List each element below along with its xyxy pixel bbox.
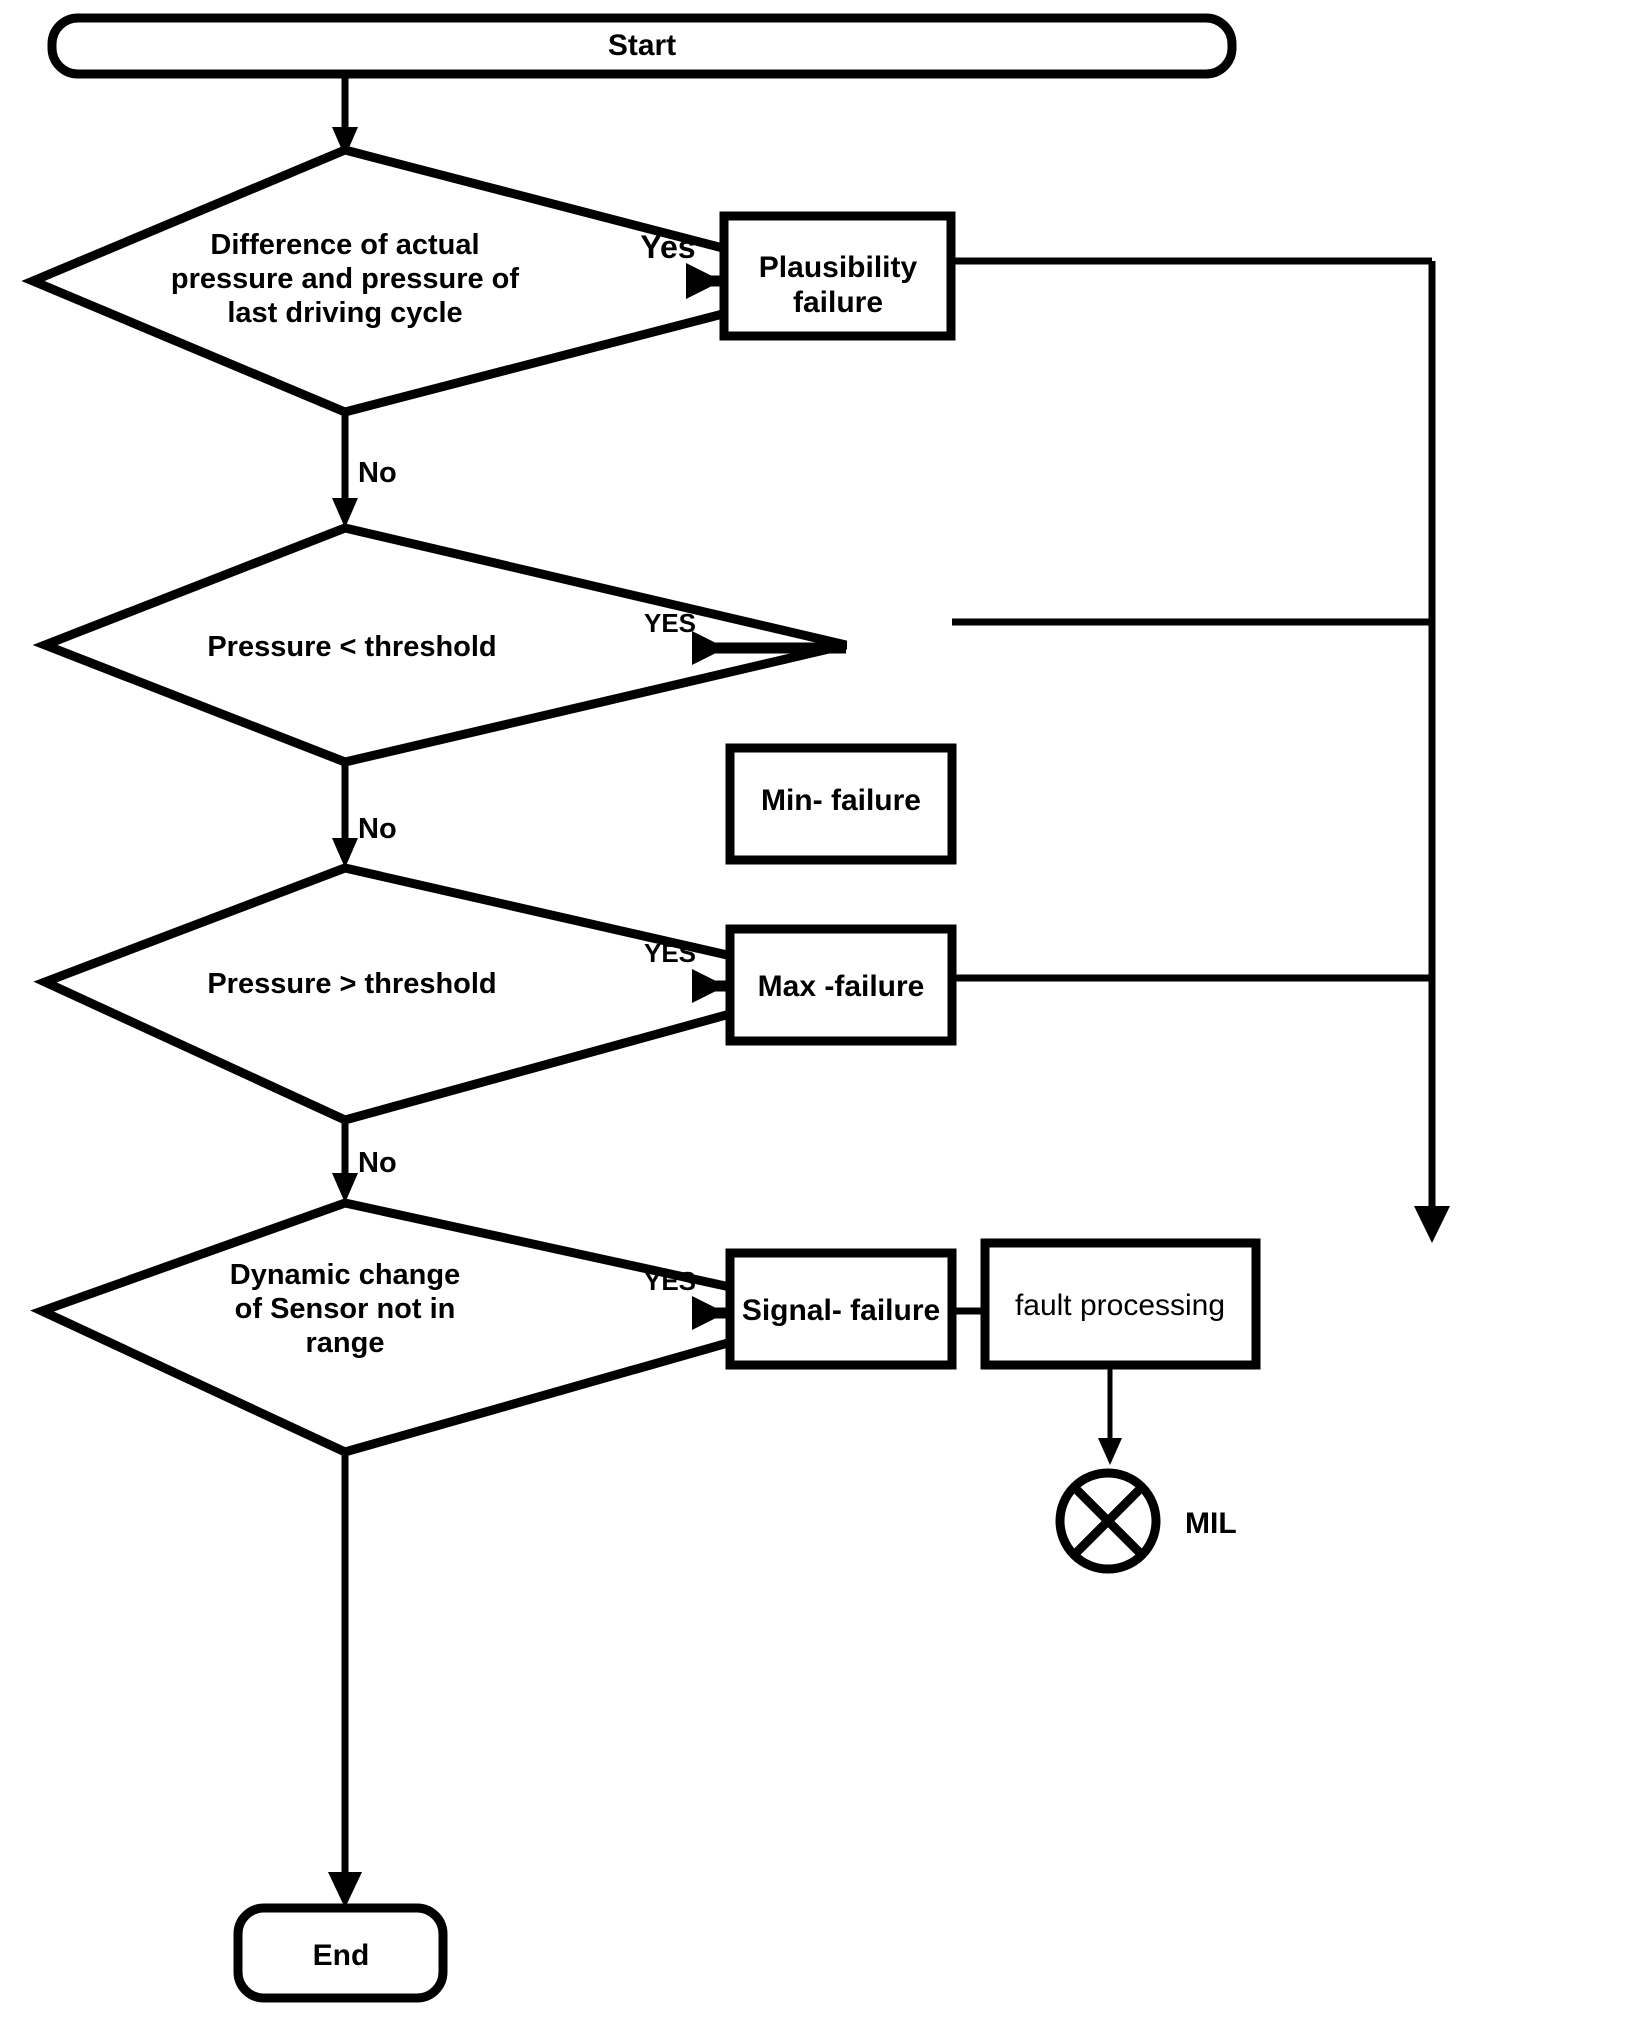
edge-label-signal-yes: YES [644, 1266, 696, 1296]
fault-processing-label: fault processing [1015, 1289, 1225, 1322]
node-decision-signal[interactable]: Dynamic change of Sensor not in range [30, 1198, 842, 1457]
signal-failure-label: Signal- failure [742, 1294, 940, 1327]
decision-plausibility-line-3: last driving cycle [227, 297, 462, 329]
decision-signal-line-2: of Sensor not in [235, 1293, 456, 1325]
decision-plausibility-line-1: Difference of actual [210, 229, 479, 261]
node-start[interactable]: Start [47, 13, 1237, 79]
node-mil[interactable]: MIL [1055, 1468, 1237, 1574]
max-failure-label: Max -failure [758, 970, 925, 1003]
edge-label-plausibility-yes: Yes [640, 229, 695, 265]
decision-signal-shape [30, 1198, 842, 1457]
start-label: Start [608, 29, 676, 62]
node-plausibility-failure[interactable]: Plausibility failure [719, 211, 956, 341]
min-failure-shape [725, 743, 957, 865]
plausibility-failure-line-2: failure [793, 286, 883, 319]
edge-bus-to-fault-processing [1414, 261, 1450, 1243]
node-end[interactable]: End [233, 1903, 448, 2003]
signal-failure-shape [725, 1248, 957, 1370]
edge-label-plausibility-no: No [358, 457, 397, 489]
decision-signal-line-1: Dynamic change [230, 1259, 460, 1291]
edge-label-min-yes: YES [644, 608, 696, 638]
decision-min-line-1: Pressure < threshold [207, 631, 496, 663]
min-failure-label: Min- failure [761, 784, 921, 817]
mil-label: MIL [1185, 1507, 1237, 1540]
decision-max-line-1: Pressure > threshold [207, 968, 496, 1000]
decision-plausibility-line-2: pressure and pressure of [171, 263, 519, 295]
edge-min-yes: YES [644, 608, 846, 665]
fault-processing-shape [980, 1238, 1261, 1370]
node-fault-processing[interactable]: fault processing [980, 1238, 1261, 1370]
edge-signal-to-end [328, 1452, 362, 1908]
node-min-failure[interactable]: Min- failure [725, 743, 957, 865]
edge-start-to-decision1 [332, 74, 358, 157]
edge-label-min-no: No [358, 813, 397, 845]
edge-label-max-yes: YES [644, 938, 696, 968]
decision-signal-line-3: range [306, 1327, 385, 1359]
edge-max-no: No [332, 1120, 397, 1203]
edge-label-max-no: No [358, 1147, 397, 1179]
node-signal-failure[interactable]: Signal- failure [725, 1248, 957, 1370]
node-max-failure[interactable]: Max -failure [725, 924, 957, 1046]
edge-plausibility-no: No [332, 412, 397, 528]
plausibility-failure-line-1: Plausibility [759, 251, 918, 284]
mil-lamp-cross-icon [1070, 1483, 1146, 1559]
plausibility-failure-shape [719, 211, 956, 341]
start-shape [47, 13, 1237, 79]
end-shape [233, 1903, 448, 2003]
edge-fault-to-mil [1098, 1365, 1122, 1465]
max-failure-shape [725, 924, 957, 1046]
edge-min-no: No [332, 762, 397, 868]
node-decision-max[interactable]: Pressure > threshold [33, 863, 848, 1125]
end-label: End [313, 1939, 370, 1972]
node-decision-min[interactable]: Pressure < threshold [32, 523, 848, 767]
